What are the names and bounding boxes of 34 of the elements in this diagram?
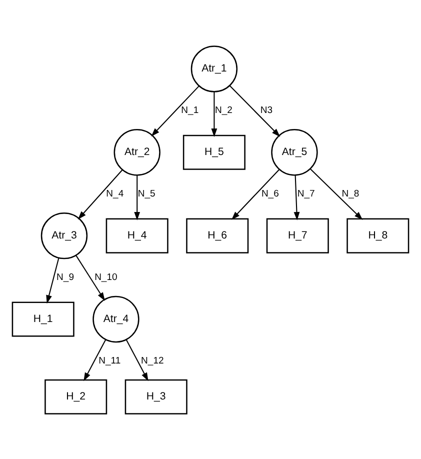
arrow	[151, 85, 200, 136]
edge-label: N_9	[56, 271, 74, 282]
arrow	[76, 254, 105, 300]
edge-label: N3	[260, 104, 273, 116]
edge-label: N_11	[98, 354, 121, 366]
arrow	[294, 174, 300, 220]
node-box: H_4	[106, 218, 168, 253]
arrow	[211, 91, 218, 136]
node-circle: Atr_4	[92, 295, 140, 342]
edge-label: N_5	[138, 188, 156, 199]
arrow	[229, 84, 280, 136]
edge-label: N_8	[342, 188, 360, 199]
edge-label: N_7	[297, 188, 315, 199]
node-box: H_3	[124, 378, 188, 414]
node-box: H_1	[12, 301, 74, 336]
arrow	[84, 339, 106, 381]
arrow	[126, 339, 148, 381]
arrow	[134, 174, 140, 220]
arrow	[46, 258, 60, 304]
edge-label: N_12	[141, 354, 164, 366]
arrow	[310, 168, 363, 220]
node-box: H_6	[186, 218, 249, 253]
node-circle: Atr_1	[190, 45, 238, 92]
edge-label: N_2	[214, 104, 232, 116]
arrow	[78, 169, 123, 220]
node-box: H_5	[182, 134, 246, 170]
edge-label: N_1	[181, 104, 199, 116]
edge-label: N_10	[94, 271, 118, 282]
arrow	[231, 168, 280, 220]
edge-label: N_6	[261, 188, 279, 199]
edge-label: N_4	[106, 188, 124, 199]
node-box: H_8	[346, 218, 410, 253]
node-box: H_2	[44, 378, 108, 414]
node-box: H_7	[266, 218, 329, 253]
